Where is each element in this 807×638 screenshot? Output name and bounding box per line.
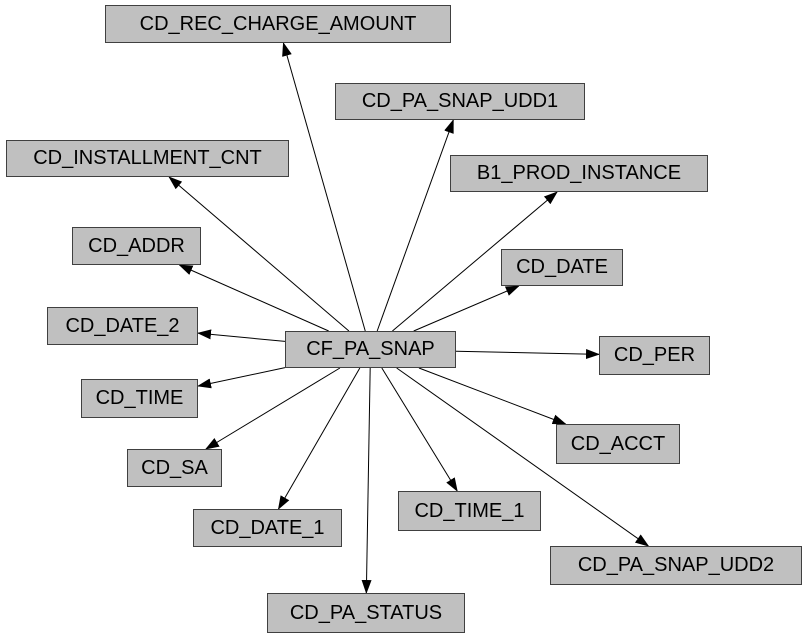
edge-addr: [178, 264, 329, 332]
edge-rec: [282, 42, 366, 332]
edge-inst: [168, 176, 350, 332]
edge-date: [413, 285, 520, 332]
edge-sa: [205, 367, 341, 450]
node-cd-time-1[interactable]: CD_TIME_1: [398, 491, 541, 531]
edge-prod: [392, 191, 558, 332]
edge-udd2: [396, 367, 650, 547]
edge-status: [361, 367, 372, 594]
edge-time: [197, 367, 286, 389]
node-b1-prod-instance[interactable]: B1_PROD_INSTANCE: [450, 155, 708, 192]
node-cd-pa-snap-udd1[interactable]: CD_PA_SNAP_UDD1: [335, 83, 585, 120]
node-cf-pa-snap-center[interactable]: CF_PA_SNAP: [285, 331, 456, 368]
node-cd-installment-cnt[interactable]: CD_INSTALLMENT_CNT: [6, 140, 289, 177]
node-cd-pa-status[interactable]: CD_PA_STATUS: [267, 593, 465, 633]
node-cd-pa-snap-udd2[interactable]: CD_PA_SNAP_UDD2: [550, 546, 802, 585]
node-cd-per[interactable]: CD_PER: [599, 336, 710, 375]
node-cd-date[interactable]: CD_DATE: [501, 249, 623, 286]
node-cd-acct[interactable]: CD_ACCT: [556, 424, 680, 464]
edge-time1: [381, 367, 458, 492]
node-cd-sa[interactable]: CD_SA: [127, 449, 222, 487]
node-cd-rec-charge-amount[interactable]: CD_REC_CHARGE_AMOUNT: [105, 5, 451, 43]
edge-date2: [197, 329, 286, 342]
edge-date1: [277, 367, 361, 510]
edge-acct: [418, 367, 567, 425]
node-cd-addr[interactable]: CD_ADDR: [72, 227, 201, 265]
node-cd-date-2[interactable]: CD_DATE_2: [47, 307, 198, 345]
edge-per: [455, 349, 600, 360]
node-cd-time[interactable]: CD_TIME: [81, 379, 198, 418]
node-cd-date-1[interactable]: CD_DATE_1: [193, 509, 342, 547]
edge-udd1: [376, 119, 454, 332]
